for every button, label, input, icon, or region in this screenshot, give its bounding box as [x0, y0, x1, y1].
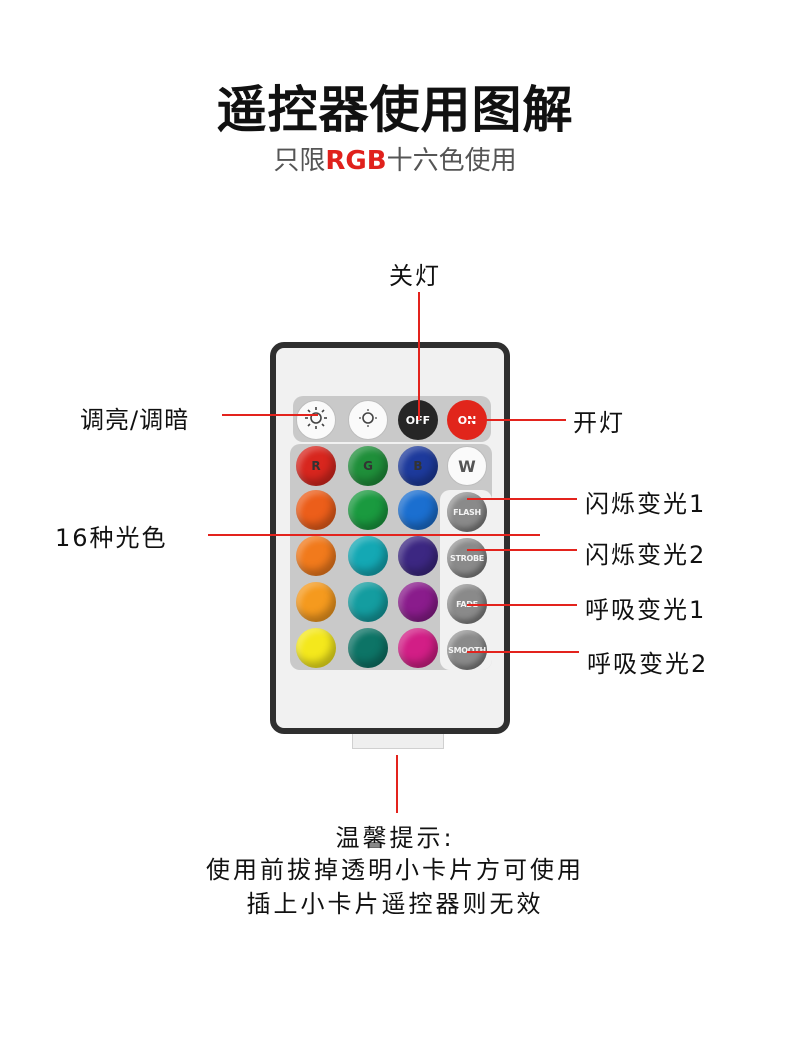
smooth-button[interactable]: SMOOTH	[447, 630, 487, 670]
fade-label: 呼吸变光1	[585, 596, 707, 624]
note-heading: 温馨提示:	[335, 824, 455, 852]
smooth-label: 呼吸变光2	[587, 650, 709, 678]
note-line-2: 插上小卡片遥控器则无效	[246, 890, 544, 918]
teal-button-1[interactable]	[348, 582, 388, 622]
page-title: 遥控器使用图解	[216, 81, 574, 139]
green-button-1[interactable]	[348, 490, 388, 530]
flash-button-label: FLASH	[453, 507, 481, 517]
smooth-callout-line	[467, 651, 579, 653]
magenta-button[interactable]	[398, 628, 438, 668]
orange-button-3[interactable]	[296, 582, 336, 622]
note-line-1: 使用前拔掉透明小卡片方可使用	[206, 856, 584, 884]
strobe-button-label: STROBE	[450, 553, 484, 563]
on-button-label: ON	[457, 413, 477, 427]
green-button-label: G	[363, 459, 373, 473]
teal-button-2[interactable]	[348, 628, 388, 668]
subtitle-suffix: 十六色使用	[386, 146, 517, 176]
purple-button-2[interactable]	[398, 582, 438, 622]
off-button-label: OFF	[405, 413, 431, 427]
blue-button-1[interactable]	[398, 490, 438, 530]
colors16-label: 16种光色	[55, 524, 168, 552]
subtitle-prefix: 只限	[273, 146, 326, 176]
blue-button[interactable]: B	[398, 446, 438, 486]
strobe-label: 闪烁变光2	[585, 541, 707, 569]
insulation-card-tab	[352, 734, 444, 749]
green-button[interactable]: G	[348, 446, 388, 486]
colors16-callout-line	[208, 534, 540, 536]
brightness-down-button[interactable]	[348, 400, 388, 440]
dim-sun-icon	[356, 406, 380, 434]
blue-button-label: B	[413, 459, 423, 473]
flash-callout-line	[467, 498, 577, 500]
brightness-callout-line	[222, 414, 318, 416]
cyan-button-1[interactable]	[348, 536, 388, 576]
white-button-label: W	[458, 456, 476, 476]
card-callout-line	[396, 755, 398, 813]
orange-button-1[interactable]	[296, 490, 336, 530]
on-label: 开灯	[573, 409, 625, 437]
off-label: 关灯	[389, 262, 441, 290]
flash-label: 闪烁变光1	[585, 490, 707, 518]
on-callout-line	[468, 419, 566, 421]
smooth-button-label: SMOOTH	[448, 645, 486, 655]
red-button[interactable]: R	[296, 446, 336, 486]
strobe-button[interactable]: STROBE	[447, 538, 487, 578]
brightness-up-button[interactable]	[296, 400, 336, 440]
strobe-callout-line	[467, 549, 577, 551]
fade-callout-line	[467, 604, 577, 606]
sun-icon	[304, 406, 328, 434]
subtitle-accent: RGB	[325, 146, 387, 176]
purple-button-1[interactable]	[398, 536, 438, 576]
red-button-label: R	[311, 459, 321, 473]
yellow-button[interactable]	[296, 628, 336, 668]
brightness-label: 调亮/调暗	[80, 406, 190, 434]
white-button[interactable]: W	[447, 446, 487, 486]
page-subtitle: 只限RGB十六色使用	[0, 140, 790, 177]
orange-button-2[interactable]	[296, 536, 336, 576]
off-callout-line	[418, 292, 420, 420]
